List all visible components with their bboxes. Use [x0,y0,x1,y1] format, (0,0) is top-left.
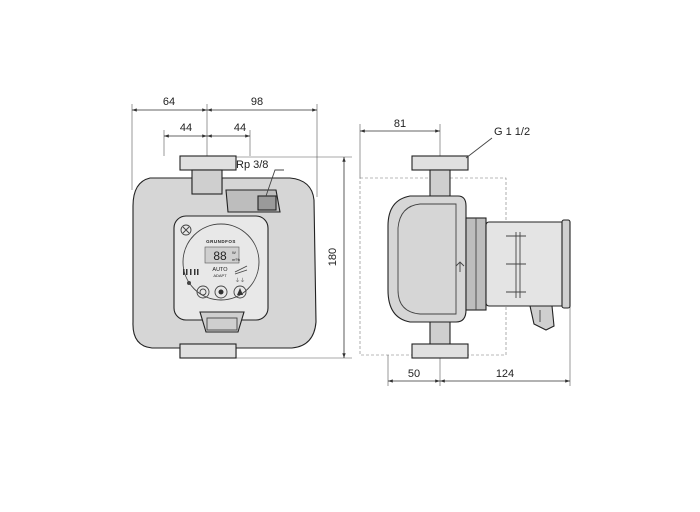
dim-124-label: 124 [496,368,514,380]
side-top-neck [429,169,451,197]
display-digits: 88 [213,249,227,263]
dim-180-label: 180 [327,248,339,266]
status-led-icon [187,281,191,285]
dim-50-label: 50 [408,368,420,380]
dim-81-label: 81 [394,118,406,130]
mode-sublabel: ADAPT [213,273,227,278]
level-bars-icon [183,269,199,275]
side-view: 81 50 124 G 1 1/2 [359,118,571,386]
display-unit-flow: m³/h [232,257,240,262]
night-mode-icon: ⏚⏚ [235,277,245,284]
brand-mark: GRUNDFOS [206,239,236,244]
display-panel [204,246,240,264]
ok-button[interactable] [214,285,228,299]
control-box-bottom [199,311,245,333]
top-neck [191,169,223,195]
front-view: 64 98 44 44 180 GRUNDFOS 88 W m³/h [131,96,352,359]
dim-44-right-label: 44 [234,122,246,134]
g-leader-line [465,137,493,159]
side-motor-ribs [506,232,526,298]
mode-button[interactable] [233,285,247,299]
g-thread-callout: G 1 1/2 [494,126,530,138]
flow-arrow-icon [455,261,465,272]
side-cable-plug [529,305,555,331]
rp-callout: Rp 3/8 [236,159,268,171]
side-bottom-flange [411,343,469,359]
rp-leader-line [265,169,284,197]
side-inner-contour [397,203,457,315]
mode-label: AUTO [212,267,228,273]
side-extension-lines [359,124,571,386]
outlet-plug [257,195,277,211]
dim-44-left-label: 44 [180,122,192,134]
dim-98-label: 98 [251,96,263,108]
control-box-bezel [182,223,260,301]
dim-64-label: 64 [163,96,175,108]
grundfos-logo-icon [180,224,192,236]
bottom-flange [179,343,237,359]
side-motor-endcap [561,219,571,309]
curve-icon [234,265,248,275]
settings-button[interactable] [196,285,210,299]
side-bottom-neck [429,319,451,347]
display-unit-w: W [232,250,236,255]
top-flange [179,155,237,171]
control-box-base [206,317,238,331]
front-extension-lines [131,104,352,359]
side-pump-body [387,195,467,323]
side-top-flange [411,155,469,171]
